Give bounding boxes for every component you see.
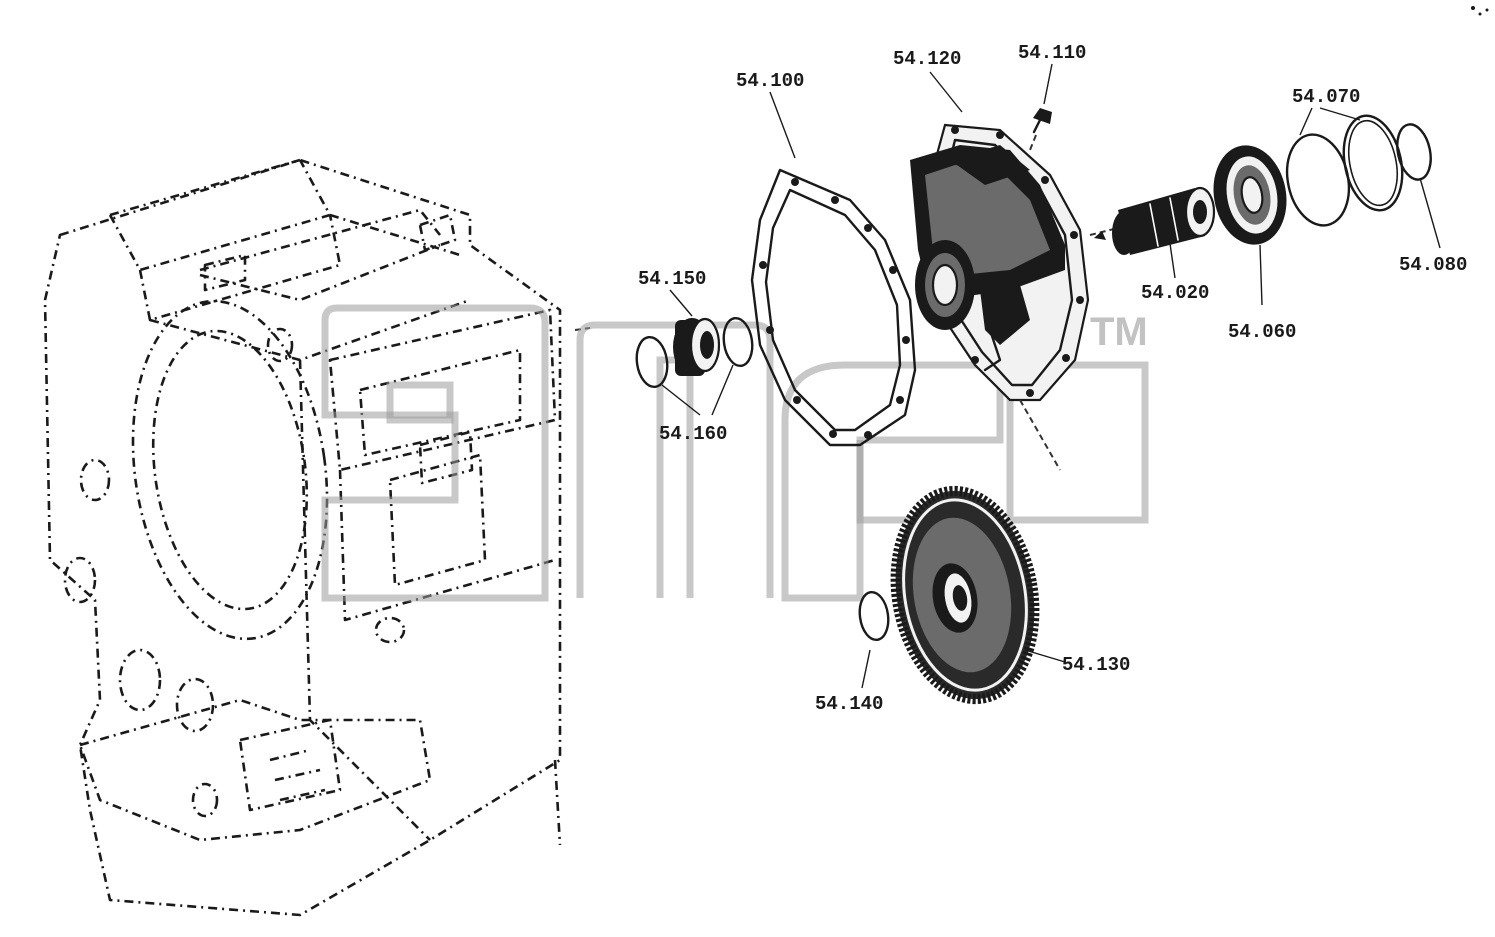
label-54-140: 54.140 bbox=[815, 693, 883, 715]
label-54-070: 54.070 bbox=[1292, 86, 1360, 108]
label-54-150: 54.150 bbox=[638, 268, 706, 290]
part-54-110-bolt bbox=[1029, 108, 1052, 151]
leader-lines bbox=[661, 63, 1441, 689]
part-54-140-ring bbox=[858, 590, 890, 642]
watermark-trademark: TM bbox=[1090, 310, 1148, 354]
label-54-160: 54.160 bbox=[659, 423, 727, 445]
part-54-020-sleeve bbox=[1089, 186, 1216, 255]
label-54-100: 54.100 bbox=[736, 70, 804, 92]
part-54-120-cover bbox=[910, 123, 1090, 471]
watermark-logo: TM bbox=[321, 304, 1149, 602]
part-labels: 54.100 54.120 54.110 54.070 54.080 54.02… bbox=[638, 42, 1467, 715]
label-54-080: 54.080 bbox=[1399, 254, 1467, 276]
part-54-100-gasket bbox=[750, 168, 917, 447]
label-54-020: 54.020 bbox=[1141, 282, 1209, 304]
part-54-070-shims bbox=[1285, 114, 1404, 227]
transmission-housing bbox=[43, 158, 591, 917]
part-54-160-rings bbox=[635, 316, 754, 389]
part-54-150-bushing bbox=[673, 317, 721, 376]
label-54-130: 54.130 bbox=[1062, 654, 1130, 676]
corner-marks bbox=[1471, 6, 1489, 16]
label-54-060: 54.060 bbox=[1228, 321, 1296, 343]
part-54-130-gear bbox=[890, 485, 1040, 705]
part-54-060-bearing bbox=[1213, 145, 1287, 245]
label-54-120: 54.120 bbox=[893, 48, 961, 70]
label-54-110: 54.110 bbox=[1018, 42, 1086, 64]
